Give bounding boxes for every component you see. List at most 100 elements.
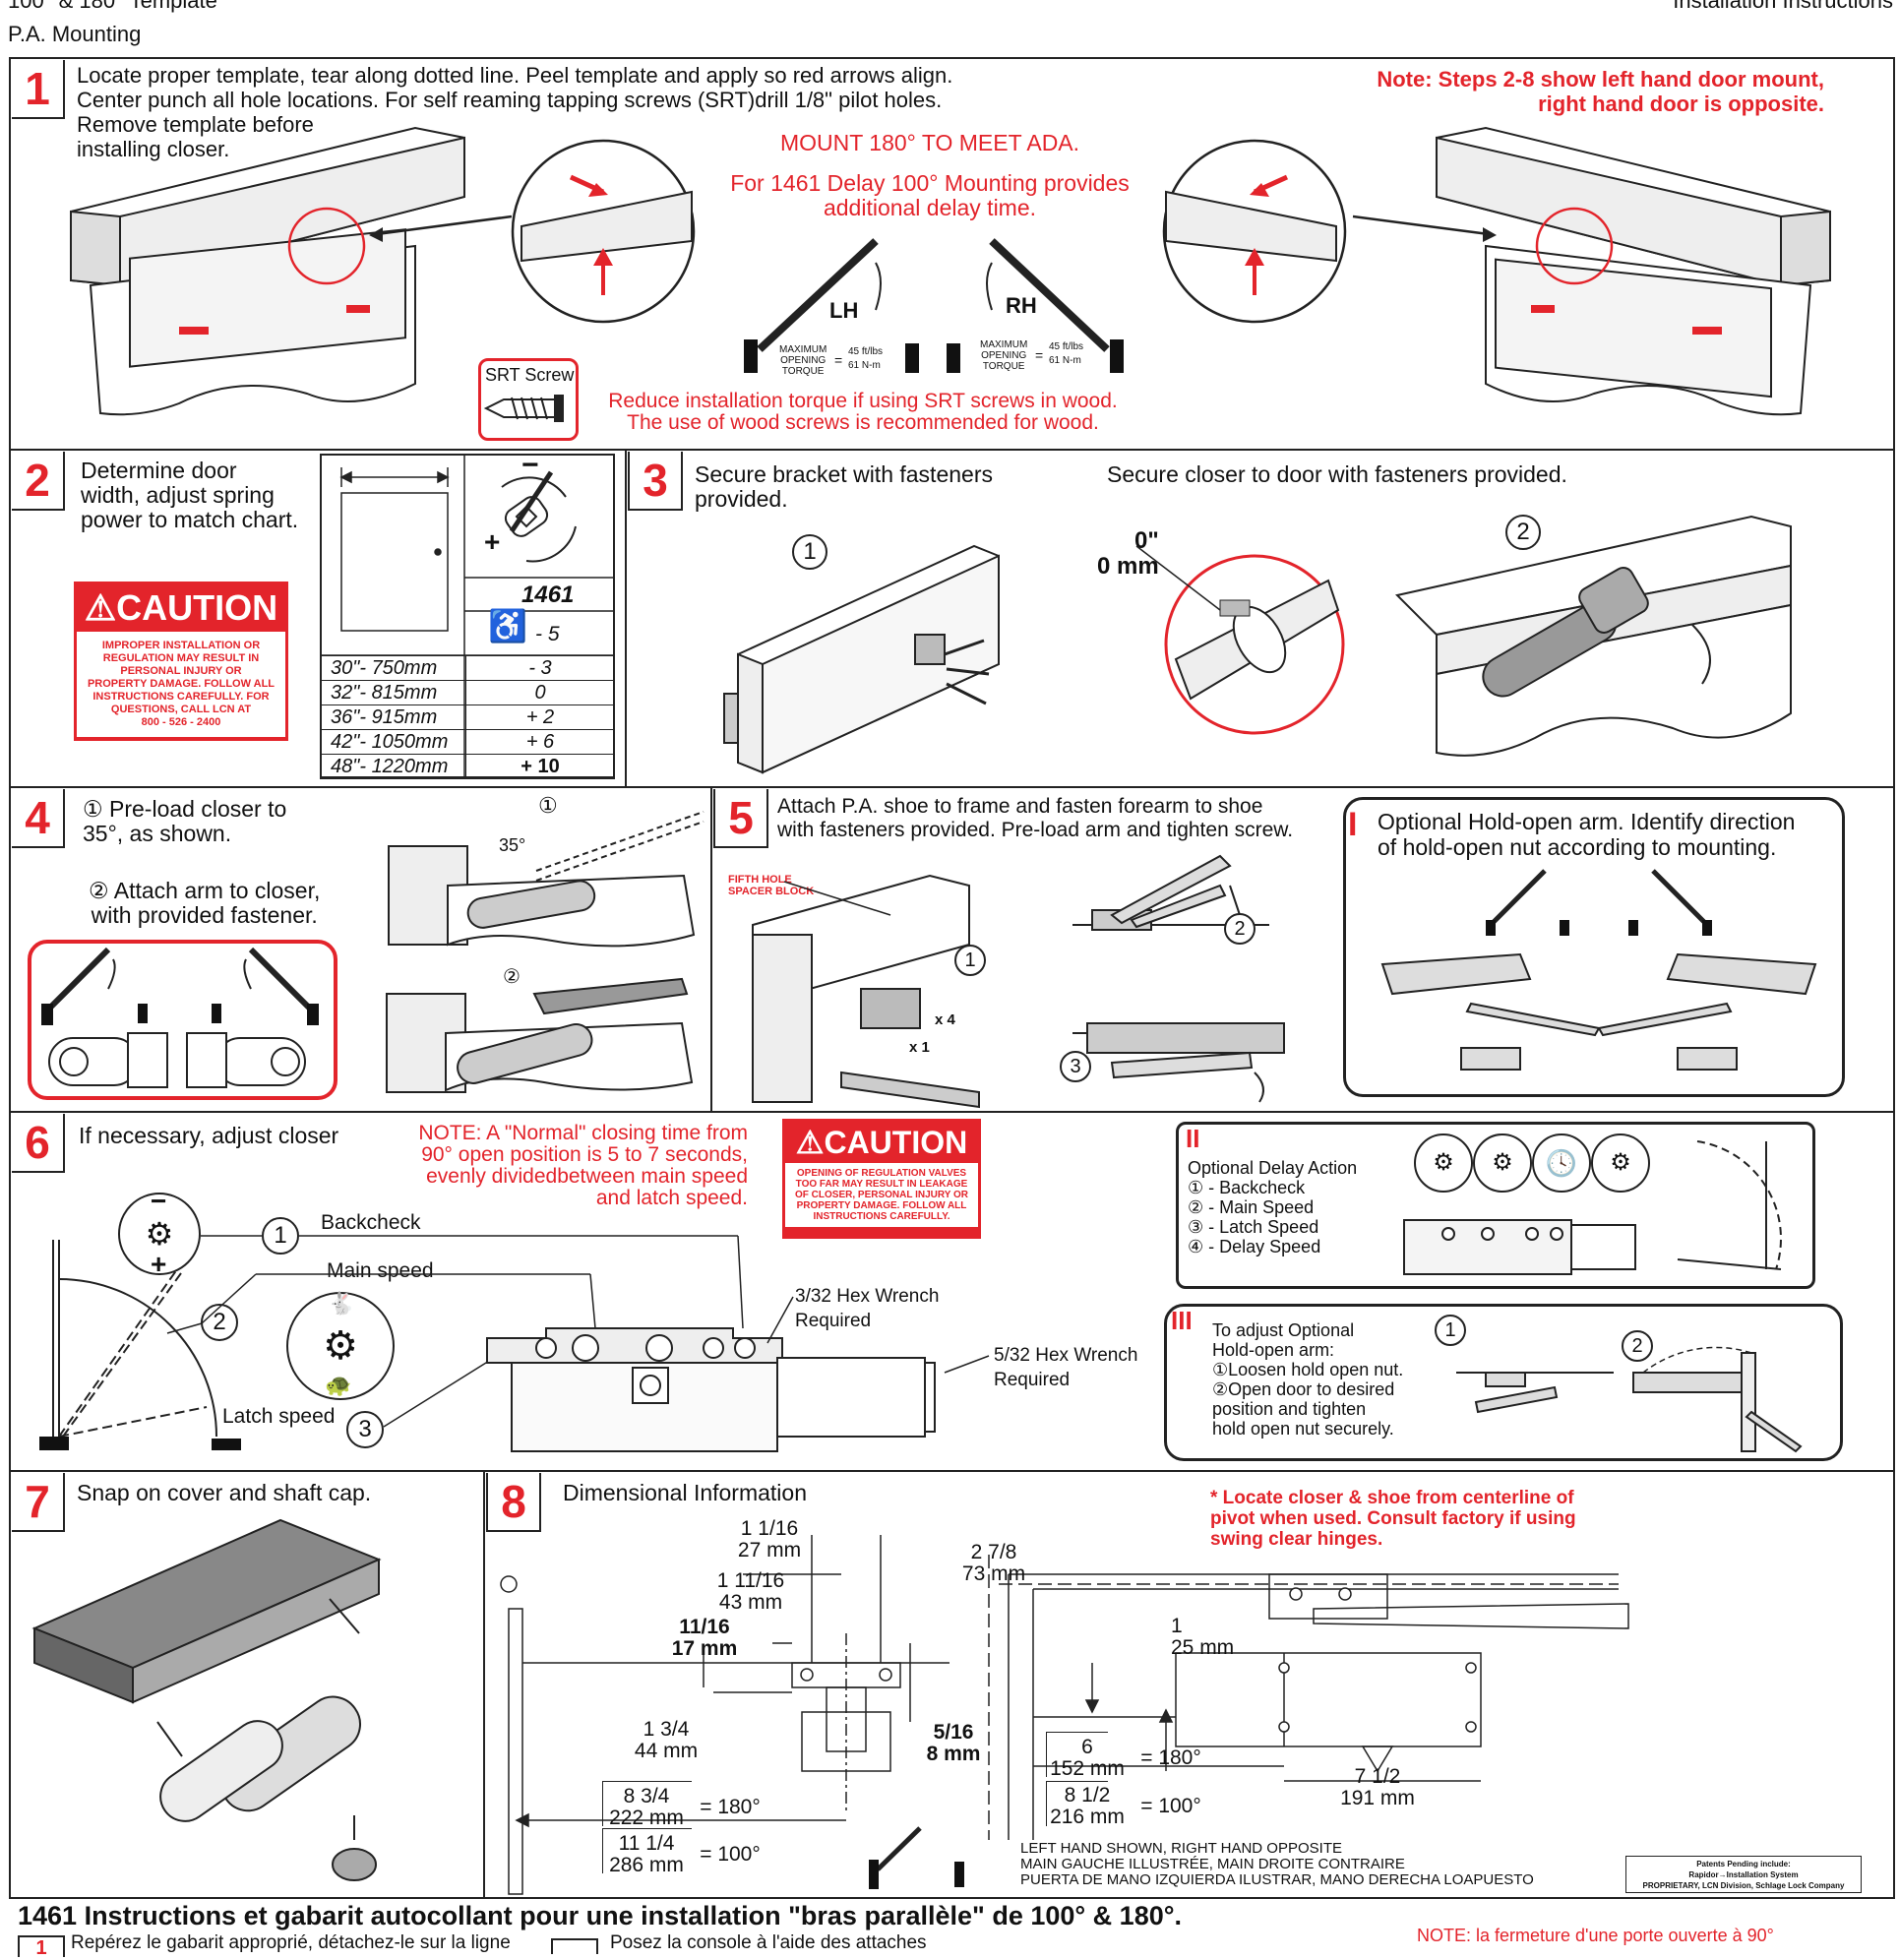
backcheck-plus: +: [151, 1249, 167, 1279]
delay-valve-icon-1: ⚙: [1414, 1133, 1473, 1193]
step-1-number: 1: [12, 60, 65, 119]
step-5-callout-2: 2: [1224, 913, 1256, 945]
srt-note: Reduce installation torque if using SRT …: [608, 390, 1118, 434]
closer-body-diagram: [486, 1327, 936, 1452]
ada-spring-value: - 5: [535, 623, 560, 645]
dim-box-8-3-4: [602, 1781, 692, 1826]
hold-open-arm-diagram: [1380, 869, 1817, 1071]
table-cell-width: 42"- 1050mm: [320, 729, 466, 755]
rh-torque-value: 45 ft/lbs 61 N-m: [1049, 341, 1084, 366]
lh-rh-arm-diagram: [744, 238, 1124, 373]
srt-screw-box: [478, 358, 579, 441]
delay-swing-diagram: [1677, 1140, 1782, 1270]
dim-box-8-1-2: [1046, 1781, 1108, 1826]
table-cell-width: 30"- 750mm: [320, 655, 466, 681]
x4-label: x 4: [935, 1011, 955, 1028]
table-cell-width: 48"- 1220mm: [320, 754, 466, 779]
table-row: 30"- 750mm- 3: [320, 655, 615, 681]
step-8-note: * Locate closer & shoe from centerline o…: [1210, 1488, 1576, 1550]
step-i-roman: I: [1348, 806, 1358, 843]
step-4-angle: 35°: [499, 835, 526, 855]
magnifier-right: [1162, 139, 1347, 324]
srt-screw-label: SRT Screw: [485, 365, 575, 385]
dim-1-11-16: 1 11/16 43 mm: [716, 1569, 785, 1614]
lh-torque-eq: =: [834, 352, 843, 368]
dimension-drawing: [500, 1535, 1629, 1895]
step-6-number: 6: [12, 1114, 65, 1173]
step-5-callout-3: 3: [1060, 1051, 1091, 1082]
table-cell-value: + 2: [465, 704, 615, 730]
dim-2-7-8: 2 7/8 73 mm: [961, 1541, 1026, 1585]
table-cell-value: - 3: [465, 655, 615, 681]
dim-box-11-1-4: [602, 1828, 692, 1873]
header-template-name: 100° & 180° Template: [8, 0, 217, 13]
step-4-callout-2: ②: [497, 964, 526, 994]
leader-right: [1352, 214, 1497, 242]
dim-8-1-2: 8 1/2 216 mm: [1050, 1784, 1125, 1828]
patents-box: Patents Pending include: Rapidor→Install…: [1625, 1856, 1862, 1893]
door-swing-diagram: [39, 1240, 241, 1450]
table-cell-width: 36"- 915mm: [320, 704, 466, 730]
dim-6: 6 152 mm: [1050, 1736, 1125, 1780]
step-7-number: 7: [12, 1473, 65, 1532]
step-2-number: 2: [12, 452, 65, 511]
caution-body: IMPROPER INSTALLATION OR REGULATION MAY …: [77, 632, 285, 737]
step-6-callout-2: 2: [201, 1304, 238, 1341]
lh-torque-label: MAXIMUM OPENING TORQUE: [779, 344, 827, 377]
accessibility-icon: ♿: [488, 608, 527, 643]
clock-icon: 🕓: [1532, 1133, 1591, 1193]
attach-arm-illustration: [386, 977, 694, 1093]
dim-8-3-4-angle: = 180°: [700, 1796, 761, 1818]
table-cell-value: 0: [465, 680, 615, 705]
step-4-callout-1: ①: [538, 793, 558, 818]
step-7-text: Snap on cover and shaft cap.: [77, 1480, 372, 1505]
hold-open-box: [1343, 797, 1845, 1097]
spacer-block-label: FIFTH HOLE SPACER BLOCK: [728, 874, 815, 897]
bracket-install-illustration: [723, 544, 1000, 774]
hold-open-position-illustration: [1632, 1346, 1803, 1453]
step-iii-roman: III: [1171, 1306, 1193, 1335]
rh-torque-eq: =: [1035, 347, 1044, 363]
hex-wrench-3-32-label: 3/32 Hex Wrench Required: [795, 1286, 940, 1331]
step-3-callout-2: 2: [1505, 515, 1541, 550]
step-i-text: Optional Hold-open arm. Identify directi…: [1378, 809, 1796, 860]
step-2-text: Determine door width, adjust spring powe…: [81, 458, 299, 532]
step-4-number: 4: [12, 789, 65, 848]
warning-icon: ⚠: [84, 587, 117, 628]
dim-1-1-16: 1 1/16 27 mm: [737, 1517, 802, 1562]
shoe-install-illustration: [752, 874, 980, 1109]
header-mounting: P.A. Mounting: [8, 22, 142, 46]
french-note: NOTE: la fermeture d'une porte ouverte à…: [1417, 1926, 1774, 1945]
screw-icon: [483, 395, 564, 422]
warning-icon: ⚠: [795, 1125, 825, 1160]
hold-open-adjust-box: [1164, 1304, 1843, 1461]
caution-box-step6: ⚠CAUTION OPENING OF REGULATION VALVES TO…: [782, 1119, 981, 1239]
dim-1-3-4: 1 3/4 44 mm: [634, 1718, 699, 1762]
dim-box-6: [1046, 1732, 1108, 1777]
step-8-title: Dimensional Information: [563, 1480, 808, 1505]
delay-valve-icon-2: ⚙: [1473, 1133, 1532, 1193]
dim-8-3-4: 8 3/4 222 mm: [609, 1785, 684, 1829]
rabbit-icon: 🐇: [328, 1291, 355, 1316]
caution-body-step6: OPENING OF REGULATION VALVES TOO FAR MAY…: [785, 1163, 978, 1227]
plus-sign: +: [484, 526, 501, 557]
closer-install-illustration: [1395, 515, 1792, 757]
hex-leaders: [766, 1296, 990, 1374]
hand-note: LEFT HAND SHOWN, RIGHT HAND OPPOSITE MAI…: [1020, 1840, 1534, 1888]
french-title: 1461 Instructions et gabarit autocollant…: [18, 1901, 1183, 1930]
loosen-nut-illustration: [1456, 1372, 1614, 1414]
french-step-3-box: [551, 1938, 598, 1954]
table-row: 42"- 1050mm+ 6: [320, 729, 615, 755]
step-ii-roman: II: [1186, 1124, 1200, 1153]
step-6-callout-3: 3: [346, 1411, 384, 1448]
dim-11-1-4-angle: = 100°: [700, 1843, 761, 1866]
magnifier-left: [511, 139, 696, 324]
leader-left: [369, 214, 513, 242]
step-5-number: 5: [713, 789, 768, 848]
spring-chart-model: 1461: [521, 582, 575, 608]
caution-box-step2: ⚠CAUTION IMPROPER INSTALLATION OR REGULA…: [74, 582, 288, 741]
header-mount-illustration-left: [70, 126, 465, 416]
